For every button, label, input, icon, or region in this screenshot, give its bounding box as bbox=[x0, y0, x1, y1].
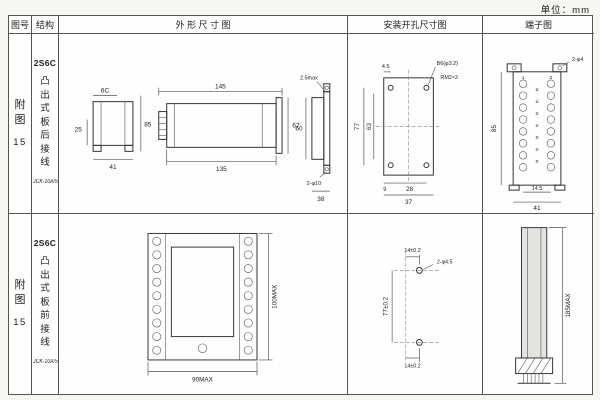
dim-label: 9 bbox=[383, 187, 386, 193]
dim-label: 67 bbox=[292, 122, 300, 129]
dim-label: 6C bbox=[101, 88, 110, 95]
mounting-cell-row1: 4.5 B6(φ3.2) RM2×2 77 63 9 28 37 bbox=[348, 34, 483, 214]
structure-row2: 2S6C 凸出式板前接线 JCK-10A/5 bbox=[32, 214, 59, 394]
fig-char: 附 bbox=[14, 98, 26, 111]
fig-number: 15 bbox=[13, 317, 27, 328]
dim-label: 90MAX bbox=[192, 376, 213, 383]
dim-label: 41 bbox=[533, 205, 541, 212]
fig-char: 图 bbox=[14, 113, 26, 126]
fig-char: 图 bbox=[14, 294, 26, 306]
dim-label: 185MAX bbox=[565, 293, 572, 318]
spec-table: 图号 结构 外 形 尺 寸 图 安装开孔尺寸图 端子图 附 图 15 2S6C … bbox=[8, 15, 594, 395]
dim-label: 145 bbox=[215, 84, 226, 91]
terminal-diagram-rear: 1 2 2-φ4 85 14.5 41 bbox=[491, 57, 583, 212]
outline-drawing-front-wiring: 90MAX 100MAX bbox=[147, 232, 278, 383]
structure-row1: 2S6C 凸出式板后接线 JCK-10A/5 bbox=[32, 34, 59, 214]
dim-label: 37 bbox=[405, 199, 413, 206]
mounting-hole-drawing-rear: 4.5 B6(φ3.2) RM2×2 77 63 9 28 37 bbox=[354, 61, 458, 206]
header-fig-no: 图号 bbox=[9, 16, 32, 34]
structure-description: 凸出式板前接线 bbox=[40, 256, 50, 348]
mounting-holes bbox=[394, 250, 439, 362]
front-view bbox=[147, 232, 258, 361]
fig-char: 附 bbox=[14, 279, 26, 291]
front-view-dimensions: 90MAX 100MAX bbox=[147, 233, 278, 383]
terminal-cell-row1: 1 2 2-φ4 85 14.5 41 bbox=[483, 34, 594, 214]
terminal-dimensions: 185MAX bbox=[548, 227, 572, 384]
dim-label: 38 bbox=[317, 196, 325, 203]
hole-spec-label: B6(φ3.2) bbox=[437, 61, 459, 67]
header-terminal-diagram: 端子图 bbox=[483, 16, 594, 34]
mounting-plate bbox=[375, 69, 442, 184]
terminal-block: 1 2 bbox=[506, 63, 568, 191]
dim-label: 14±0.2 bbox=[404, 364, 420, 370]
hole-spec-label: 2-φ4.5 bbox=[437, 260, 453, 266]
structure-type: 2S6C bbox=[33, 238, 57, 248]
relay-side-body bbox=[515, 227, 554, 384]
terminal-col-label: 1 bbox=[522, 75, 525, 81]
dim-label: 41 bbox=[109, 164, 117, 171]
dim-label: 100MAX bbox=[271, 284, 278, 309]
dim-label: 14±0.2 bbox=[404, 248, 420, 254]
dim-label: 135 bbox=[216, 166, 227, 173]
terminal-diagram-front: 185MAX bbox=[515, 227, 572, 384]
hole-spec-label: 2-φ4 bbox=[572, 57, 583, 63]
terminal-cell-row2: 185MAX bbox=[483, 214, 594, 394]
front-edge-view: 2.5max 60 2-φ10 38 bbox=[295, 76, 331, 203]
outline-cell-row1: 6C 25 41 85 145 bbox=[59, 34, 348, 214]
side-view-main: 145 135 67 bbox=[158, 84, 300, 173]
hole-spec-label: 2-φ10 bbox=[307, 181, 321, 187]
dim-label: 85 bbox=[144, 121, 152, 128]
outline-cell-row2: 90MAX 100MAX bbox=[59, 214, 348, 394]
dim-label: 85 bbox=[491, 124, 498, 132]
side-profile-view: 6C 25 41 85 bbox=[75, 88, 152, 172]
mounting-dimensions: 14±0.2 2-φ4.5 77±0.2 14±0.2 bbox=[382, 248, 452, 370]
fig-no-row2: 附 图 15 bbox=[9, 214, 32, 394]
model-number: JCK-10A/5 bbox=[32, 178, 58, 185]
structure-description: 凸出式板后接线 bbox=[40, 76, 50, 168]
fig-number: 15 bbox=[13, 136, 27, 148]
thread-spec-label: RM2×2 bbox=[440, 75, 458, 81]
mounting-hole-drawing-front: 14±0.2 2-φ4.5 77±0.2 14±0.2 bbox=[382, 248, 452, 370]
header-structure: 结构 bbox=[32, 16, 59, 34]
dim-label: 77 bbox=[354, 122, 361, 130]
mounting-dimensions: 4.5 B6(φ3.2) RM2×2 77 63 9 28 37 bbox=[354, 61, 458, 206]
mounting-cell-row2: 14±0.2 2-φ4.5 77±0.2 14±0.2 bbox=[348, 214, 483, 394]
terminal-dimensions: 2-φ4 85 14.5 41 bbox=[491, 57, 583, 212]
header-mounting-dims: 安装开孔尺寸图 bbox=[348, 16, 483, 34]
unit-label: 单位：mm bbox=[540, 5, 590, 16]
dim-label: 4.5 bbox=[382, 64, 390, 70]
terminal-col-label: 2 bbox=[550, 75, 553, 81]
outline-drawing-rear-wiring: 6C 25 41 85 145 bbox=[75, 76, 331, 203]
dim-label: 25 bbox=[75, 126, 83, 133]
dim-label: 14.5 bbox=[532, 186, 543, 192]
structure-type: 2S6C bbox=[33, 58, 57, 68]
header-outline-dims: 外 形 尺 寸 图 bbox=[59, 16, 348, 34]
model-number: JCK-10A/5 bbox=[32, 358, 58, 365]
dim-label: 2.5max bbox=[300, 76, 318, 82]
dim-label: 28 bbox=[406, 186, 414, 193]
dim-label: 77±0.2 bbox=[382, 296, 389, 316]
dim-label: 60 bbox=[295, 125, 303, 132]
fig-no-row1: 附 图 15 bbox=[9, 34, 32, 214]
dim-label: 63 bbox=[366, 122, 373, 130]
